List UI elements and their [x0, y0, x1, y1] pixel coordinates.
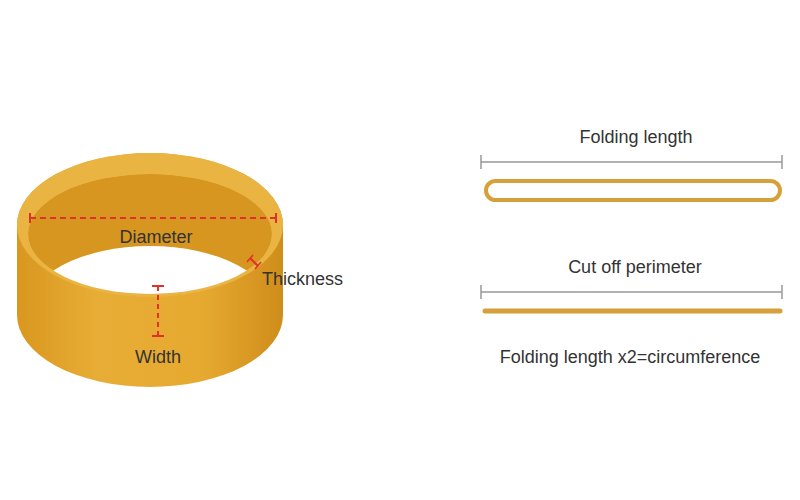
cut-band — [485, 309, 780, 314]
dimension-label: Thickness — [262, 270, 343, 290]
formula-note: Folding length x2=circumference — [500, 348, 761, 368]
width-tick — [152, 335, 164, 337]
dimension-line — [481, 291, 782, 293]
diameter-tick — [275, 213, 277, 223]
folded-band — [486, 181, 780, 200]
thickness-tick — [247, 255, 253, 262]
dimension-tick — [781, 155, 783, 169]
dimension-label: Cut off perimeter — [568, 258, 702, 278]
dimension-tick — [480, 285, 482, 299]
dimension-label: Folding length — [579, 128, 692, 148]
width-tick — [152, 285, 164, 287]
dimension-label: Diameter — [119, 228, 192, 248]
thickness-mark — [250, 258, 258, 266]
dimension-label: Width — [135, 348, 181, 368]
diameter-tick — [29, 213, 31, 223]
thickness-tick — [255, 262, 261, 269]
width-line — [157, 286, 159, 336]
dimension-tick — [480, 155, 482, 169]
dimension-line — [481, 161, 782, 163]
ring-hole — [26, 246, 274, 378]
ring-band — [17, 153, 283, 387]
diameter-line — [30, 217, 276, 219]
dimension-tick — [781, 285, 783, 299]
